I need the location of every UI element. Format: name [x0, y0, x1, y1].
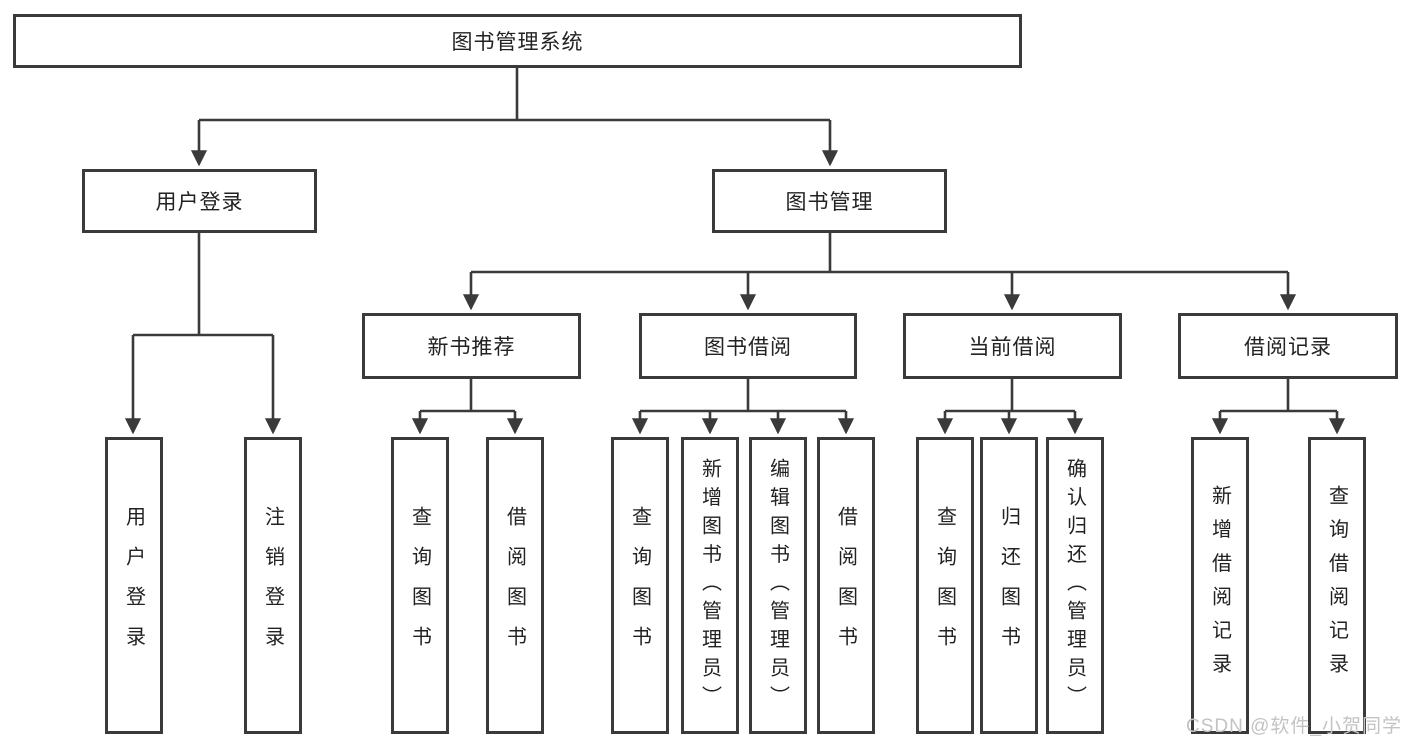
leaf-borrowing-add-books-admin: 新增图书（管理员） — [681, 437, 739, 734]
leaf-borrowing-edit-books-admin: 编辑图书（管理员） — [749, 437, 807, 734]
leaf-user-login: 用户登录 — [105, 437, 163, 734]
csdn-watermark: CSDN @软件_小贺同学 — [1186, 716, 1402, 737]
leaf-borrowing-query-books: 查询图书 — [611, 437, 669, 734]
leaf-newbooks-borrow-books: 借阅图书 — [486, 437, 544, 734]
node-user-login: 用户登录 — [82, 169, 317, 233]
leaf-logout: 注销登录 — [244, 437, 302, 734]
leaf-records-add-borrow-record: 新增借阅记录 — [1191, 437, 1249, 734]
node-book-borrowing: 图书借阅 — [639, 313, 857, 379]
leaf-current-query-books: 查询图书 — [916, 437, 974, 734]
root-node-library-system: 图书管理系统 — [13, 14, 1022, 68]
node-book-management: 图书管理 — [712, 169, 947, 233]
node-borrow-records: 借阅记录 — [1178, 313, 1398, 379]
leaf-records-query-borrow-record: 查询借阅记录 — [1308, 437, 1366, 734]
node-current-borrowing: 当前借阅 — [903, 313, 1122, 379]
arrow-connectors — [124, 120, 1346, 435]
leaf-borrowing-borrow-books: 借阅图书 — [817, 437, 875, 734]
leaf-current-confirm-return-admin: 确认归还（管理员） — [1046, 437, 1104, 734]
node-new-book-recommend: 新书推荐 — [362, 313, 581, 379]
leaf-current-return-books: 归还图书 — [980, 437, 1038, 734]
leaf-newbooks-query-books: 查询图书 — [391, 437, 449, 734]
